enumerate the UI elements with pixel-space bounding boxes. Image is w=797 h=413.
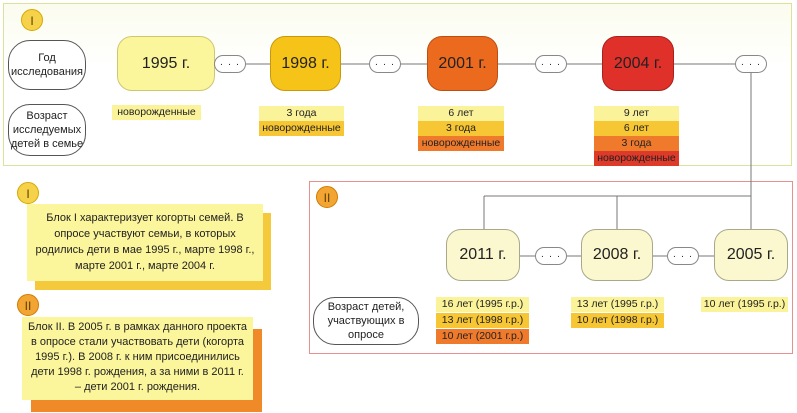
- age-tag: новорожденные: [112, 105, 201, 120]
- ellipsis-connector: · · ·: [369, 55, 401, 73]
- note-2-text: Блок II. В 2005 г. в рамках данного прое…: [22, 317, 253, 400]
- ellipsis-connector: · · ·: [214, 55, 246, 73]
- age-tag: новорожденные: [418, 136, 504, 151]
- age-tag: новорожденные: [594, 151, 679, 166]
- age-tag: 13 лет (1995 г.р.): [571, 297, 664, 312]
- year-box-1995: 1995 г.: [117, 36, 215, 91]
- note-1-badge: I: [17, 182, 39, 204]
- ellipsis-connector: · · ·: [667, 247, 699, 265]
- year-box-2001: 2001 г.: [427, 36, 498, 91]
- note-1-text: Блок I характеризует когорты семей. В оп…: [27, 204, 263, 281]
- year-box-2011: 2011 г.: [446, 229, 520, 281]
- note-2-badge: II: [17, 294, 39, 316]
- age-tag: 9 лет: [594, 106, 679, 121]
- age-tag: 16 лет (1995 г.р.): [436, 297, 529, 312]
- age-tag: 10 лет (1995 г.р.): [701, 297, 788, 312]
- age-tag: 10 лет (1998 г.р.): [571, 313, 664, 328]
- year-row-label: Год исследования: [8, 40, 86, 90]
- ellipsis-connector: · · ·: [735, 55, 767, 73]
- age-tag: 3 года: [259, 106, 344, 121]
- age-row-label: Возраст исследуемых детей в семье: [8, 104, 86, 156]
- year-box-2004: 2004 г.: [602, 36, 674, 91]
- age-tag: 6 лет: [594, 121, 679, 136]
- children-age-row-label: Возраст детей, участвующих в опросе: [313, 297, 419, 345]
- age-tag: 3 года: [594, 136, 679, 151]
- ellipsis-connector: · · ·: [535, 55, 567, 73]
- year-box-2005: 2005 г.: [714, 229, 788, 281]
- ellipsis-connector: · · ·: [535, 247, 567, 265]
- block-2-badge: II: [316, 186, 338, 208]
- age-tag: 3 года: [418, 121, 504, 136]
- year-box-2008: 2008 г.: [581, 229, 653, 281]
- age-tag: новорожденные: [259, 121, 344, 136]
- block-1-badge: I: [21, 9, 43, 31]
- age-tag: 13 лет (1998 г.р.): [436, 313, 529, 328]
- age-tag: 10 лет (2001 г.р.): [436, 329, 529, 344]
- year-box-1998: 1998 г.: [270, 36, 341, 91]
- age-tag: 6 лет: [418, 106, 504, 121]
